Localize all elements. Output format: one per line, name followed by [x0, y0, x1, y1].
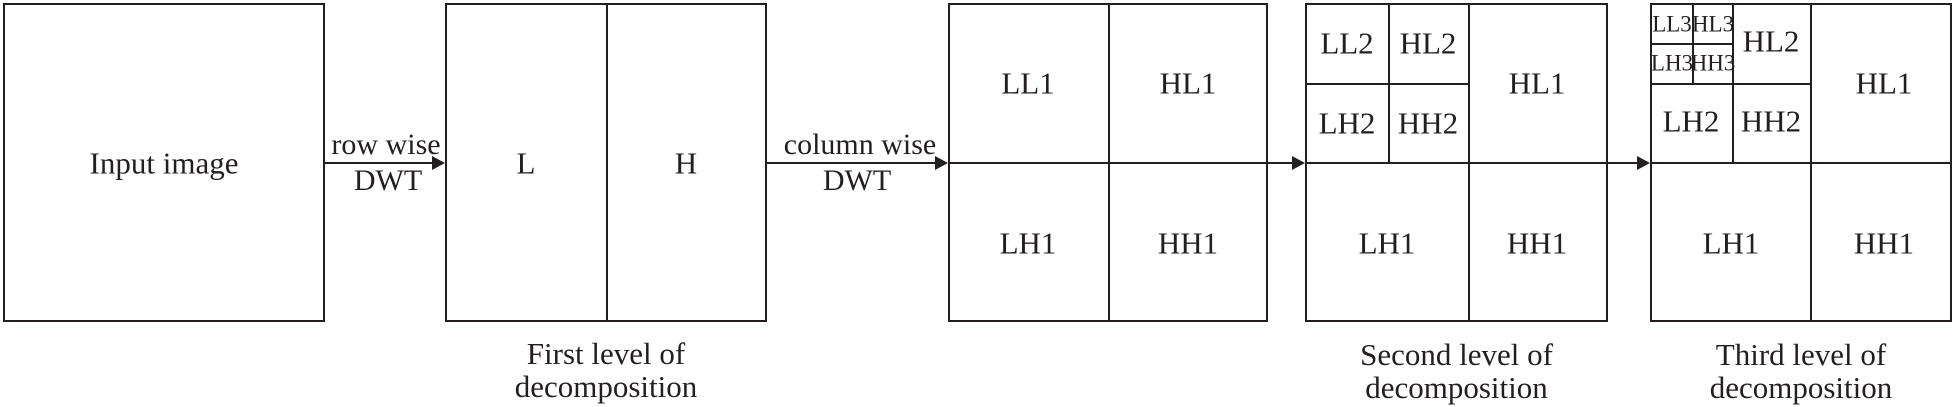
cell-lh3-label: LH3: [1650, 50, 1694, 76]
third-level-box: LL3 HL3 LH3 HH3 HL2 LH2 HH2 HL1 LH1 HH1: [1650, 3, 1952, 322]
arrowhead: [432, 156, 445, 170]
quad-decomposition-box: LL1 HL1 LH1 HH1: [948, 3, 1268, 322]
third-main-horizontal-divider: [1652, 162, 1950, 164]
cell-lh2-label: LH2: [1662, 103, 1720, 139]
row-wise-dwt-text: DWT: [353, 164, 423, 197]
cell-hh2-label: HH2: [1740, 103, 1802, 139]
arrowhead: [1292, 156, 1305, 170]
cell-hl1-label: HL1: [1855, 65, 1913, 101]
cell-ll1-label: LL1: [1001, 65, 1055, 101]
second-sub-horizontal-divider: [1307, 83, 1468, 85]
cell-hl1-label: HL1: [1508, 65, 1566, 101]
cell-hl2-label: HL2: [1399, 25, 1457, 61]
second-level-box: LL2 HL2 LH2 HH2 HL1 LH1 HH1: [1305, 3, 1608, 322]
cell-hl3-label: HL3: [1691, 11, 1735, 37]
cell-ll2-label: LL2: [1320, 25, 1374, 61]
cell-l-label: L: [516, 145, 536, 181]
third-level-caption-line1: Third level of: [1715, 337, 1887, 372]
column-wise-dwt-text: DWT: [822, 164, 892, 197]
cell-hl2-label: HL2: [1742, 23, 1800, 59]
second-level-caption-line1: Second level of: [1360, 337, 1553, 372]
cell-hh1-label: HH1: [1157, 225, 1219, 261]
column-wise-dwt-arrow: [767, 162, 935, 164]
first-level-caption: First level of decomposition: [514, 336, 698, 404]
column-wise-label: column wise: [783, 128, 937, 161]
row-wise-label: row wise: [331, 128, 441, 161]
third-subsub-horizontal-divider: [1652, 43, 1732, 45]
cell-hl1-label: HL1: [1159, 65, 1217, 101]
third-level-caption: Third level of decomposition: [1650, 338, 1952, 404]
cell-lh1-label: LH1: [999, 225, 1057, 261]
cell-hh1-label: HH1: [1853, 225, 1915, 261]
cell-hh3-label: HH3: [1690, 50, 1736, 76]
arrowhead: [1637, 156, 1650, 170]
second-level-caption: Second level of decomposition: [1305, 338, 1608, 404]
first-level-box: L H: [445, 3, 767, 322]
cell-h-label: H: [674, 145, 698, 181]
arrow-to-third-level: [1608, 162, 1638, 164]
third-level-caption-line2: decomposition: [1709, 370, 1893, 405]
input-image-label: Input image: [89, 145, 239, 181]
arrowhead: [935, 156, 948, 170]
row-wise-dwt-arrow: [325, 162, 435, 164]
arrow-to-second-level: [1268, 162, 1294, 164]
l-h-divider: [606, 5, 608, 320]
second-level-caption-line2: decomposition: [1365, 370, 1548, 405]
cell-lh1-label: LH1: [1358, 225, 1416, 261]
cell-ll3-label: LL3: [1652, 11, 1692, 37]
cell-hh1-label: HH1: [1506, 225, 1568, 261]
cell-lh2-label: LH2: [1318, 105, 1376, 141]
cell-lh1-label: LH1: [1702, 225, 1760, 261]
quad-horizontal-divider: [950, 162, 1266, 164]
input-image-box: Input image: [3, 3, 325, 322]
third-sub-horizontal-divider: [1652, 83, 1810, 85]
second-main-horizontal-divider: [1307, 162, 1606, 164]
cell-hh2-label: HH2: [1397, 105, 1459, 141]
